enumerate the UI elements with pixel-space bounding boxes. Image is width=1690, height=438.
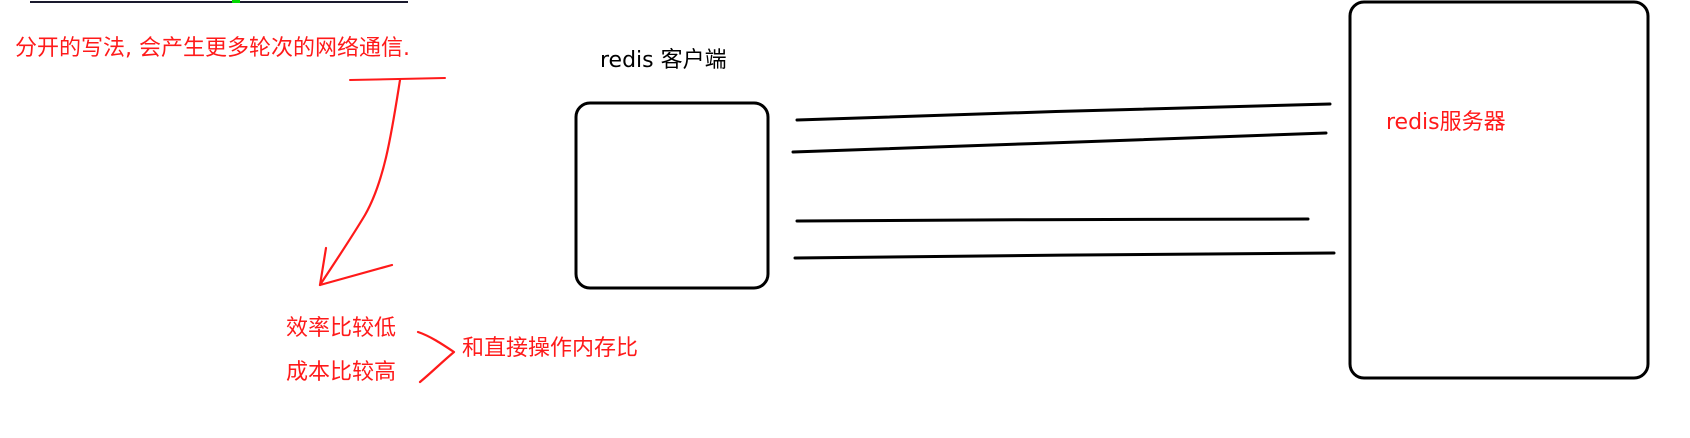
network-round-trip-note: 分开的写法, 会产生更多轮次的网络通信. [15,36,410,61]
network-line-1 [795,102,1332,122]
network-line-3 [795,217,1310,223]
green-marker [232,0,240,3]
client-label: redis 客户端 [600,48,727,73]
client-box [574,101,770,290]
efficiency-low-label: 效率比较低 [286,316,397,341]
red-arrow-head [318,246,394,287]
network-line-2 [791,131,1328,154]
consequence-brace [416,330,456,384]
comparison-note: 和直接操作内存比 [462,336,639,361]
network-line-4 [793,251,1336,260]
server-box [1348,0,1650,380]
red-arrow-shaft [318,78,402,287]
cost-high-label: 成本比较高 [286,360,397,385]
server-label: redis服务器 [1386,110,1506,135]
note-underline [349,77,446,81]
